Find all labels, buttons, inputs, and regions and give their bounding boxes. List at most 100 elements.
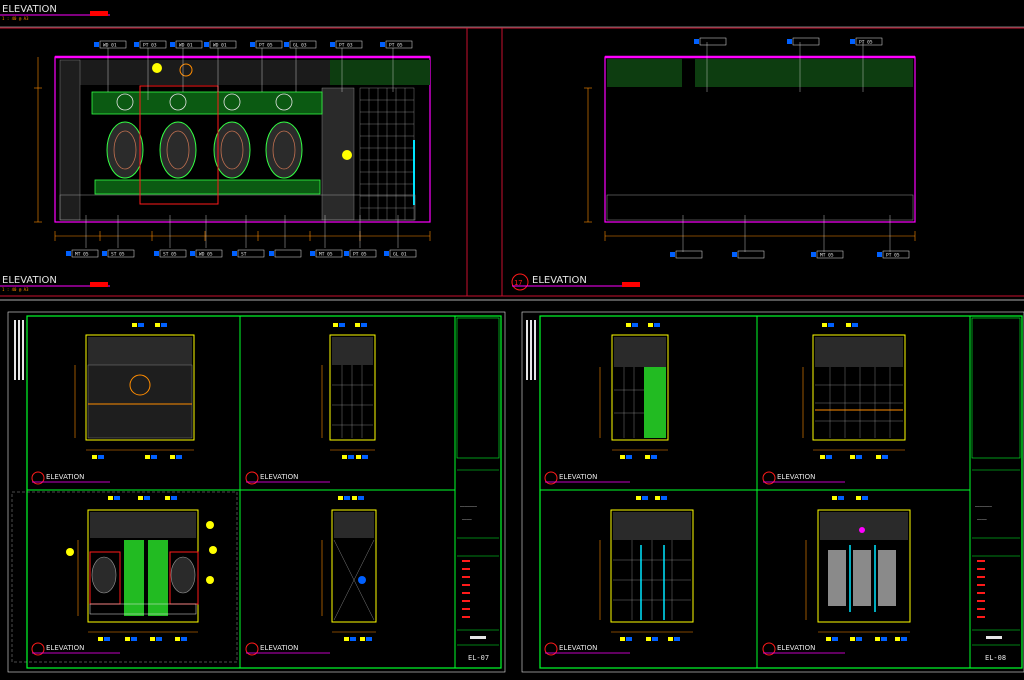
tag-label: PT 03 xyxy=(143,43,157,49)
dimension-marker xyxy=(856,637,862,641)
svg-text:———————: ——————— xyxy=(460,504,477,509)
tag-frame xyxy=(882,250,910,259)
tag-frame xyxy=(335,40,363,49)
top-left-elevation: ELEVATION 1 : 40 @ A3 xyxy=(0,4,431,292)
svg-text:———————: ——————— xyxy=(975,504,992,509)
dimension-marker xyxy=(895,637,900,641)
top-right-footer-index: 17 xyxy=(514,279,522,287)
tag-marker xyxy=(204,42,209,47)
bottom-left-panel-2-title: ELEVATION xyxy=(260,473,298,481)
dimension-marker xyxy=(620,455,625,459)
dimension-marker xyxy=(145,455,150,459)
dimension-marker xyxy=(626,455,632,459)
dimension-marker xyxy=(125,637,130,641)
tag-marker xyxy=(344,251,349,256)
dimension-marker xyxy=(362,455,368,459)
material-tag: WD 01 xyxy=(204,40,237,49)
tag-frame xyxy=(855,37,883,46)
dimension-marker xyxy=(366,637,372,641)
dimension-marker xyxy=(632,323,638,327)
dimension-marker xyxy=(846,323,851,327)
bottom-right-material-tags xyxy=(620,323,907,641)
tag-frame xyxy=(792,37,820,46)
dimension-marker xyxy=(652,637,658,641)
tag-marker xyxy=(811,252,816,257)
material-tag: PT 05 xyxy=(344,249,377,258)
bottom-left-material-tags xyxy=(92,323,372,641)
tag-label: PT 05 xyxy=(353,252,367,258)
tag-frame xyxy=(385,40,413,49)
tag-marker xyxy=(732,252,737,257)
dimension-marker xyxy=(144,496,150,500)
bottom-right-sheet-number: EL-08 xyxy=(985,654,1006,662)
dimension-marker xyxy=(636,496,641,500)
tag-frame xyxy=(209,40,237,49)
dimension-marker xyxy=(850,637,855,641)
tag-frame xyxy=(71,249,99,258)
tag-label: WD 01 xyxy=(103,43,117,49)
material-tag: PT 03 xyxy=(330,40,363,49)
dimension-marker xyxy=(114,496,120,500)
material-tag xyxy=(732,250,765,259)
material-tag: WD 01 xyxy=(94,40,127,49)
dimension-marker xyxy=(862,496,868,500)
dimension-marker xyxy=(826,637,831,641)
tag-marker xyxy=(154,251,159,256)
tag-marker xyxy=(310,251,315,256)
tag-label: ST 05 xyxy=(111,252,125,258)
tag-marker xyxy=(250,42,255,47)
dimension-marker xyxy=(333,323,338,327)
dimension-marker xyxy=(170,455,175,459)
material-tag: MT 05 xyxy=(811,250,844,259)
tag-label: WD 05 xyxy=(199,252,213,258)
dimension-marker xyxy=(175,637,180,641)
tag-frame xyxy=(289,40,317,49)
top-sheet-borders xyxy=(0,26,1024,301)
dimension-marker xyxy=(642,496,648,500)
dimension-marker xyxy=(138,323,144,327)
dimension-marker xyxy=(342,455,347,459)
tag-marker xyxy=(670,252,675,257)
material-tag: ST 05 xyxy=(154,249,187,258)
tag-marker xyxy=(269,251,274,256)
tag-marker xyxy=(787,39,792,44)
tag-marker xyxy=(380,42,385,47)
tag-marker xyxy=(850,39,855,44)
dimension-marker xyxy=(151,455,157,459)
dimension-marker xyxy=(646,637,651,641)
dimension-marker xyxy=(104,637,110,641)
tag-label: WD 01 xyxy=(179,43,193,49)
dimension-marker xyxy=(838,496,844,500)
tag-frame xyxy=(195,249,223,258)
tag-label: PT 05 xyxy=(259,43,273,49)
tag-marker xyxy=(94,42,99,47)
tag-label: ST 05 xyxy=(163,252,177,258)
dimension-marker xyxy=(881,637,887,641)
dimension-marker xyxy=(138,496,143,500)
dimension-marker xyxy=(655,496,660,500)
dimension-marker xyxy=(361,323,367,327)
dimension-marker xyxy=(358,496,364,500)
tag-label: PT 03 xyxy=(339,43,353,49)
dimension-marker xyxy=(668,637,673,641)
dimension-marker xyxy=(181,637,187,641)
tag-marker xyxy=(66,251,71,256)
top-right-material-tags-top: PT 05 xyxy=(694,37,883,46)
material-tag: WD 01 xyxy=(170,40,203,49)
material-tag: MT 05 xyxy=(310,249,343,258)
svg-text:————: ———— xyxy=(977,517,987,522)
tag-frame xyxy=(315,249,343,258)
dimension-marker xyxy=(131,637,137,641)
dimension-marker xyxy=(875,637,880,641)
dimension-marker xyxy=(150,637,155,641)
material-tag xyxy=(787,37,820,46)
tag-marker xyxy=(102,251,107,256)
tag-label: GL 01 xyxy=(393,252,407,258)
tag-frame xyxy=(237,249,265,258)
tag-marker xyxy=(384,251,389,256)
tag-frame xyxy=(175,40,203,49)
bottom-left-panel-1-title: ELEVATION xyxy=(46,473,84,481)
dimension-marker xyxy=(654,323,660,327)
dimension-marker xyxy=(822,323,827,327)
